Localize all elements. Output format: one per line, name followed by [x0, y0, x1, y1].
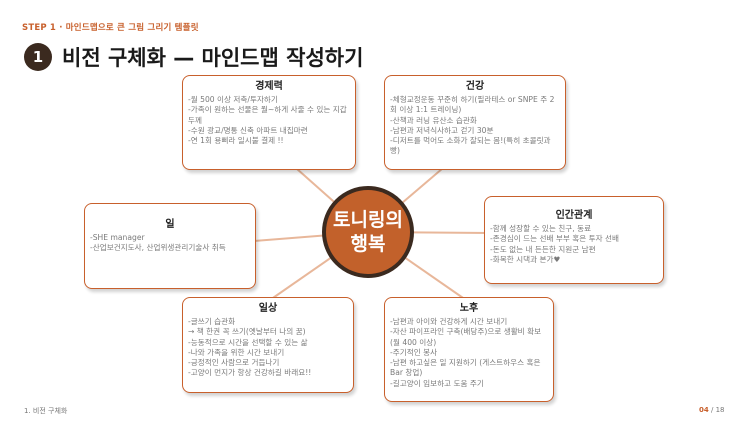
- page-number: 04 / 18: [699, 406, 725, 414]
- list-item: -존경심이 드는 선배 부부 혹은 투자 선배: [490, 234, 620, 244]
- list-item: -화목한 시댁과 본가♥: [490, 254, 561, 264]
- list-item: -수원 광교/명통 신축 아파트 내집마련: [188, 125, 308, 135]
- box-relations: 인간관계 -함께 성장할 수 있는 친구, 동료 -존경심이 드는 선배 부부 …: [484, 196, 664, 284]
- box-retirement: 노후 -남편과 아이와 건강하게 시간 보내기 -자산 파이프라인 구축(배당주…: [384, 297, 554, 402]
- box-daily-title: 일상: [258, 303, 278, 314]
- box-health-title: 건강: [465, 81, 485, 92]
- page-title: 비전 구체화 — 마인드맵 작성하기: [62, 46, 364, 70]
- list-item: -길고양이 임보하고 도움 주기: [390, 378, 484, 388]
- list-item: -산책과 러닝 유산소 습관화: [390, 115, 477, 125]
- list-item: -함께 성장할 수 있는 친구, 동료: [490, 224, 592, 233]
- list-item: -가족이 원하는 선물은 뭘~하게 사줄 수 있는 지갑 두께: [188, 105, 347, 125]
- center-label: 토니링의 행복: [333, 209, 403, 255]
- step-label: STEP 1 · 마인드맵으로 큰 그림 그리기 템플릿: [22, 23, 199, 33]
- list-item: -자산 파이프라인 구축(배당주)으로 생활비 확보(월 400 이상): [390, 327, 542, 347]
- box-daily: 일상 -글쓰기 습관화 → 책 한권 꼭 쓰기(옛날부터 나의 꿈) -능동적으…: [182, 297, 354, 393]
- list-item: -연 1회 용삐라 일시불 결제 !!: [188, 136, 284, 146]
- box-economy: 경제력 -월 500 이상 저축/투자하기 -가족이 원하는 선물은 뭘~하게 …: [182, 75, 356, 170]
- list-item: -체형교정운동 꾸준히 하기(필라테스 or SNPE 주 2회 이상 1:1 …: [390, 95, 555, 115]
- list-item: -남편 하고싶은 일 지원하기 (게스트하우스 혹은 Bar 창업): [390, 358, 541, 378]
- list-item: -글쓰기 습관화: [188, 317, 236, 326]
- page-separator: /: [710, 406, 714, 414]
- list-item: -능동적으로 시간을 선택할 수 있는 삶: [188, 337, 308, 347]
- box-health: 건강 -체형교정운동 꾸준히 하기(필라테스 or SNPE 주 2회 이상 1…: [384, 75, 566, 170]
- box-retirement-title: 노후: [459, 303, 479, 314]
- list-item: -산업보건지도사, 산업위생관리기술사 취득: [90, 243, 226, 253]
- footer-section-label: 1. 비전 구체화: [24, 407, 68, 415]
- list-item: -고양이 먼지가 항상 건강하길 바래요!!: [188, 368, 312, 378]
- page-total: 18: [715, 406, 725, 414]
- box-work: 일 -SHE manager -산업보건지도사, 산업위생관리기술사 취득: [84, 203, 256, 289]
- page-current: 04: [699, 406, 709, 414]
- list-item: -남편과 저녁식사하고 걷기 30분: [390, 125, 494, 135]
- list-item: -긍정적인 사람으로 거듭나기: [188, 358, 280, 368]
- list-item: -나와 가족을 위한 시간 보내기: [188, 347, 285, 357]
- box-relations-title: 인간관계: [555, 210, 593, 221]
- box-work-title: 일: [165, 219, 175, 230]
- list-item: -월 500 이상 저축/투자하기: [188, 95, 278, 104]
- section-number-badge: 1: [24, 43, 52, 71]
- list-item: -남편과 아이와 건강하게 시간 보내기: [390, 317, 508, 326]
- box-economy-title: 경제력: [255, 81, 283, 92]
- list-item: → 책 한권 꼭 쓰기(옛날부터 나의 꿈): [188, 327, 306, 337]
- list-item: -디저트를 먹어도 소화가 잘되는 몸!(특히 초콜릿과 빵): [390, 136, 551, 156]
- center-node: 토니링의 행복: [322, 186, 414, 278]
- list-item: -SHE manager: [90, 233, 145, 242]
- list-item: -돈도 없는 내 든든한 지원군 남편: [490, 244, 596, 254]
- list-item: -주기적인 봉사: [390, 347, 438, 357]
